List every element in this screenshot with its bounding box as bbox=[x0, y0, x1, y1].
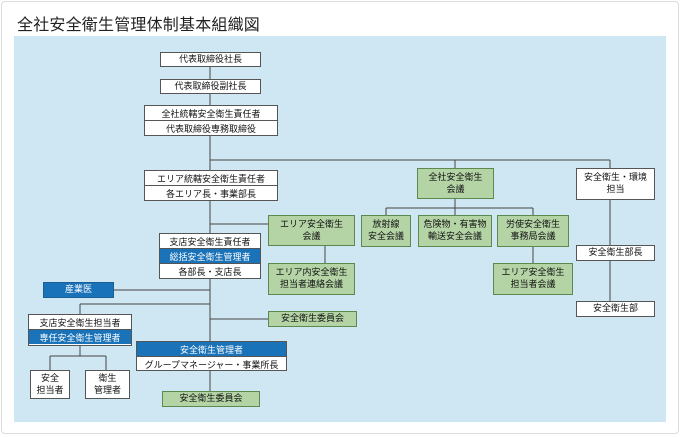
area-liaison-line2: 担当者連絡会議 bbox=[279, 280, 343, 290]
area-officer-line1: エリア安全衛生 bbox=[501, 268, 565, 278]
company-safety-head-label: 全社統轄安全衛生責任者 bbox=[161, 109, 261, 120]
env-responsible-box: 安全衛生・環境 担当 bbox=[576, 168, 655, 200]
radiation-council-box: 放射線 安全会議 bbox=[361, 215, 411, 247]
hygiene-manager-line2: 管理者 bbox=[93, 385, 121, 396]
company-safety-council-line2: 会議 bbox=[446, 184, 465, 195]
company-safety-council-box: 全社安全衛生 会議 bbox=[417, 168, 494, 199]
area-liaison-line1: エリア内安全衛生 bbox=[275, 268, 348, 278]
labor-council-line2: 事務局会議 bbox=[510, 232, 556, 242]
radiation-council-line1: 放射線 bbox=[372, 220, 400, 230]
group-manager-label: グループマネージャー・事業所長 bbox=[137, 356, 286, 371]
area-safety-head-label: エリア統轄安全衛生責任者 bbox=[156, 174, 265, 185]
branch-safety-head-label: 支店安全衛生責任者 bbox=[169, 237, 251, 248]
env-dept-head-box: 安全衛生部長 bbox=[576, 245, 655, 261]
president-box: 代表取締役社長 bbox=[160, 52, 261, 67]
managing-director-label: 代表取締役専務取締役 bbox=[145, 120, 277, 135]
env-responsible-line1: 安全衛生・環境 bbox=[583, 173, 647, 183]
fulltime-safety-manager-label: 専任安全衛生管理者 bbox=[29, 329, 131, 344]
page-title: 全社安全衛生管理体制基本組織図 bbox=[17, 15, 261, 34]
env-dept-box: 安全衛生部 bbox=[576, 301, 655, 317]
area-safety-head-box: エリア統轄安全衛生責任者 各エリア長・事業部長 bbox=[144, 170, 278, 201]
dept-branch-heads-label: 各部長・支店長 bbox=[160, 263, 260, 278]
safety-committee-box: 安全衛生委員会 bbox=[268, 311, 357, 327]
hygiene-manager-line1: 衛生 bbox=[98, 373, 117, 384]
safety-officer-line1: 安全 bbox=[40, 373, 59, 384]
area-heads-label: 各エリア長・事業部長 bbox=[145, 185, 277, 200]
company-safety-council-line1: 全社安全衛生 bbox=[428, 172, 483, 183]
area-officer-council-box: エリア安全衛生 担当者会議 bbox=[493, 263, 573, 295]
labor-council-box: 労使安全衛生 事務局会議 bbox=[497, 215, 569, 247]
general-safety-manager-label: 総括安全衛生管理者 bbox=[160, 248, 260, 263]
safety-manager-box: 安全衛生管理者 グループマネージャー・事業所長 bbox=[136, 341, 287, 371]
hygiene-manager-box: 衛生 管理者 bbox=[85, 370, 130, 399]
branch-safety-officer-label: 支店安全衛生担当者 bbox=[39, 318, 121, 329]
radiation-council-line2: 安全会議 bbox=[367, 232, 404, 242]
safety-officer-line2: 担当者 bbox=[36, 385, 64, 396]
labor-council-line1: 労使安全衛生 bbox=[505, 220, 560, 230]
company-safety-head-box: 全社統轄安全衛生責任者 代表取締役専務取締役 bbox=[144, 105, 278, 136]
area-officer-line2: 担当者会議 bbox=[510, 280, 556, 290]
vice-president-box: 代表取締役副社長 bbox=[160, 79, 261, 94]
safety-officer-box: 安全 担当者 bbox=[30, 370, 70, 399]
safety-manager-label: 安全衛生管理者 bbox=[137, 342, 286, 356]
area-safety-council-line2: 会議 bbox=[302, 231, 321, 242]
branch-safety-head-box: 支店安全衛生責任者 総括安全衛生管理者 各部長・支店長 bbox=[159, 233, 261, 279]
hazmat-council-line1: 危険物・有害物 bbox=[423, 220, 487, 230]
hazmat-council-line2: 輸送安全会議 bbox=[427, 232, 482, 242]
hazmat-council-box: 危険物・有害物 輸送安全会議 bbox=[418, 215, 492, 247]
area-safety-council-line1: エリア安全衛生 bbox=[279, 219, 343, 230]
safety-committee-bottom-box: 安全衛生委員会 bbox=[162, 391, 260, 407]
industrial-physician-box: 産業医 bbox=[43, 282, 114, 298]
area-liaison-council-box: エリア内安全衛生 担当者連絡会議 bbox=[268, 263, 355, 295]
env-responsible-line2: 担当 bbox=[606, 185, 625, 195]
branch-safety-officer-box: 支店安全衛生担当者 専任安全衛生管理者 bbox=[28, 314, 132, 346]
area-safety-council-box: エリア安全衛生 会議 bbox=[268, 215, 355, 246]
